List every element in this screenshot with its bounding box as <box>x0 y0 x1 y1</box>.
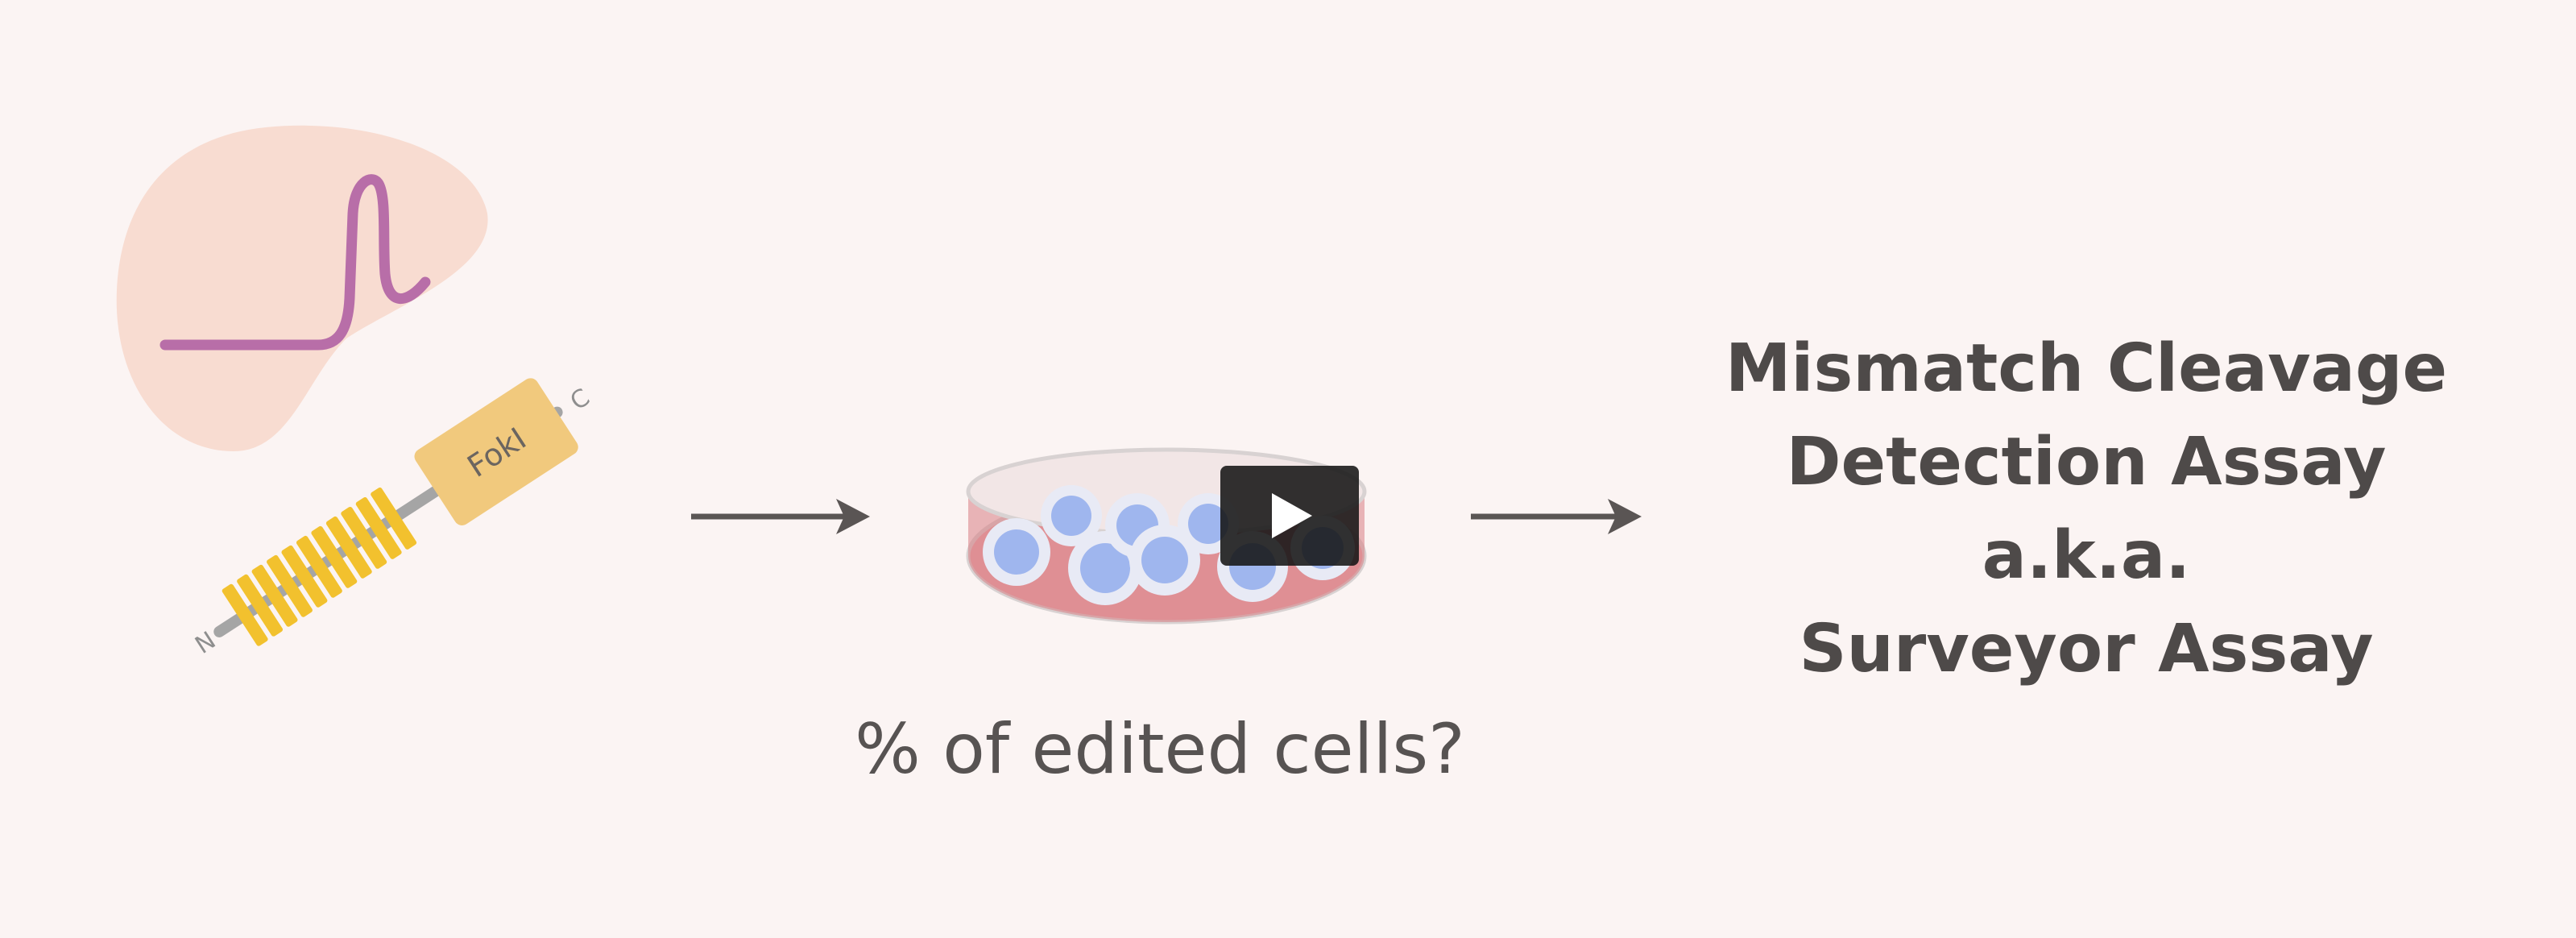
tale-repeat-domains <box>222 487 417 646</box>
assay-heading-line-1: Mismatch Cleavage <box>1725 330 2448 407</box>
right-arrow-icon <box>691 499 870 534</box>
right-arrow-icon <box>1471 499 1642 534</box>
edited-cells-caption: % of edited cells? <box>855 709 1465 790</box>
assay-heading: Mismatch Cleavage Detection Assay a.k.a.… <box>1611 322 2562 696</box>
assay-heading-line-4: Surveyor Assay <box>1799 611 2374 687</box>
play-icon <box>1272 493 1312 538</box>
foki-domain-box <box>414 378 578 525</box>
cell-blob-shape <box>116 125 488 451</box>
foki-nuclease-icon: FokI C N <box>190 378 595 660</box>
assay-heading-line-3: a.k.a. <box>1982 517 2191 594</box>
play-button[interactable] <box>1220 466 1359 566</box>
assay-heading-line-2: Detection Assay <box>1786 424 2387 500</box>
c-terminus-label: C <box>565 384 595 417</box>
dna-strand-icon <box>159 174 431 351</box>
